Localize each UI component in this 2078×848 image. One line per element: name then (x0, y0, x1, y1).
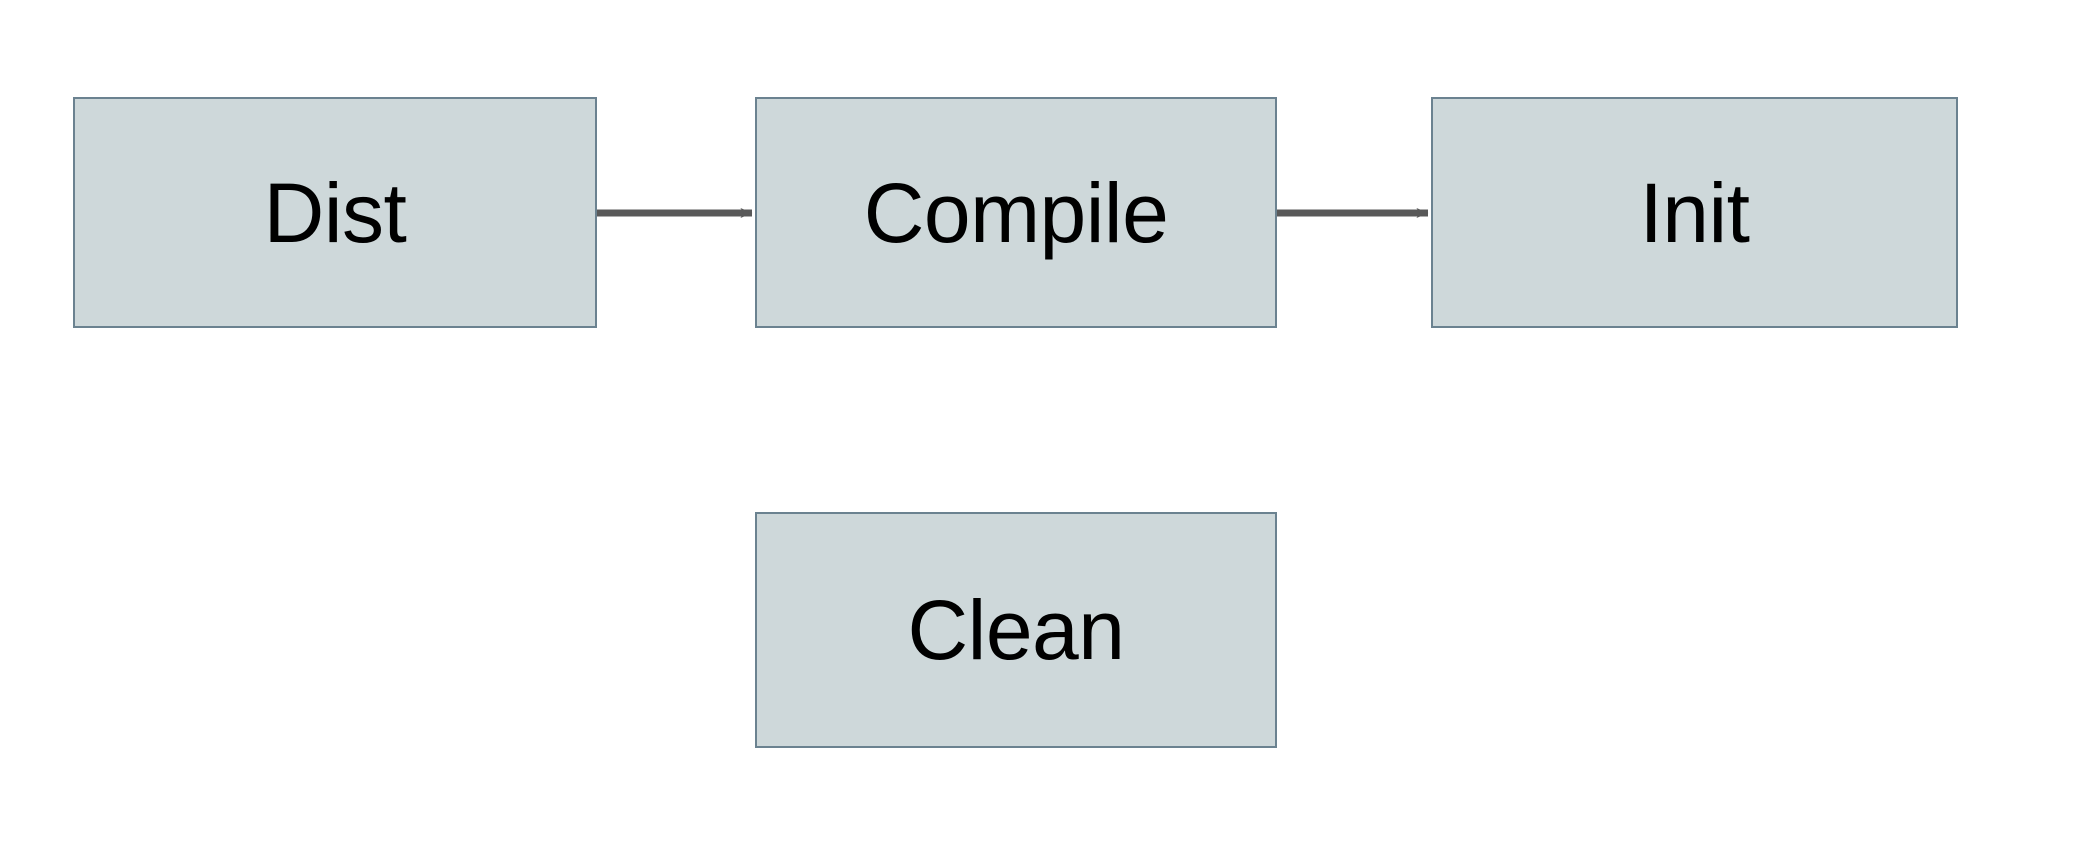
node-clean[interactable]: Clean (755, 512, 1277, 748)
node-init-label: Init (1639, 165, 1750, 260)
node-compile-label: Compile (863, 165, 1169, 260)
edge-dist-to-compile-target[interactable] (597, 196, 755, 230)
node-dist-label: Dist (263, 165, 407, 260)
node-dist[interactable]: Dist (73, 97, 597, 328)
edge-compile-to-init-target[interactable] (1277, 196, 1431, 230)
node-compile[interactable]: Compile (755, 97, 1277, 328)
node-clean-label: Clean (907, 583, 1125, 677)
node-init[interactable]: Init (1431, 97, 1958, 328)
